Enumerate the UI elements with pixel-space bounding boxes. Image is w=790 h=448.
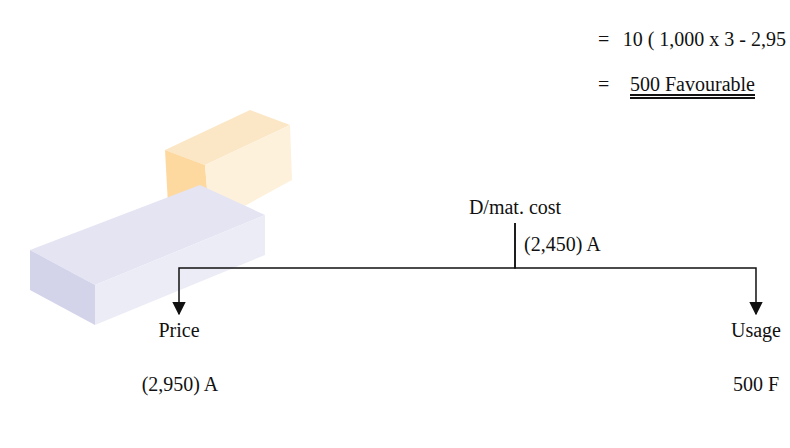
branch-arrow: [179, 223, 515, 314]
variance-label: (2,950) A: [142, 372, 219, 396]
variance-label: 500 F: [733, 372, 779, 396]
branch-arrow: [515, 223, 756, 314]
variance-label: (2,450) A: [524, 232, 601, 256]
node-text: D/mat. cost: [469, 195, 561, 219]
working-text: 10 ( 1,000 x 3 - 2,95: [623, 27, 786, 51]
tree-node: D/mat. cost: [465, 193, 565, 221]
node-text: Usage: [731, 318, 781, 342]
working-text: =: [598, 27, 609, 51]
working-text: =: [598, 72, 609, 96]
tree-node: Price: [154, 316, 203, 344]
watermark-block: [95, 215, 265, 325]
result-text: 500 Favourable: [630, 72, 755, 96]
node-text: Price: [158, 318, 199, 342]
watermark-block: [30, 250, 95, 325]
tree-node: Usage: [727, 316, 785, 344]
